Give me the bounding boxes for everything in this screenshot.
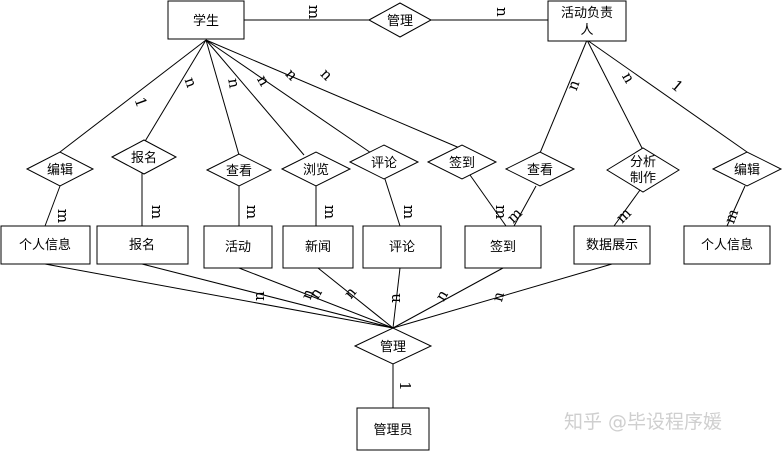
activity-manager-box xyxy=(547,0,627,42)
edit-1-diamond xyxy=(25,151,95,187)
cardinality-label: n xyxy=(250,291,268,301)
signin-rel-label: 签到 xyxy=(449,155,475,171)
comment-diamond xyxy=(348,144,420,180)
cardinality-label: n xyxy=(488,289,508,303)
view-2-label: 查看 xyxy=(527,162,553,178)
view-2-diamond xyxy=(504,151,576,187)
cardinality-label: m xyxy=(400,205,418,219)
watermark: 知乎 @毕设程序媛 xyxy=(564,411,722,433)
personal-info-2-box xyxy=(683,225,771,265)
edit-2-diamond xyxy=(711,151,783,187)
student-box xyxy=(167,0,245,40)
personal-info-2-label: 个人信息 xyxy=(701,237,753,253)
cardinality-label: n xyxy=(431,287,452,305)
signup-box xyxy=(96,225,189,265)
cardinality-label: n xyxy=(224,77,243,90)
comment-rel-label: 评论 xyxy=(371,156,397,171)
student-label: 学生 xyxy=(193,13,219,29)
cardinality-label: n xyxy=(618,69,639,87)
cardinality-label: m xyxy=(305,5,323,19)
analyze-label-2: 制作 xyxy=(630,171,656,186)
activity-label: 活动 xyxy=(225,240,251,255)
activity-box xyxy=(203,225,273,269)
signin-entity-label: 签到 xyxy=(490,239,516,255)
news-label: 新闻 xyxy=(305,239,331,255)
cardinality-label: 1 xyxy=(131,95,151,110)
cardinality-label: n xyxy=(282,65,302,85)
view-1-diamond xyxy=(205,153,273,187)
admin-label: 管理员 xyxy=(373,423,412,438)
comment-box xyxy=(362,225,442,269)
analyze-label-1: 分析 xyxy=(630,155,656,170)
browse-label: 浏览 xyxy=(303,162,329,178)
relationship-diamonds xyxy=(25,2,783,365)
activity-manager-label-2: 人 xyxy=(580,23,593,38)
signup-entity-label: 报名 xyxy=(129,237,155,253)
cardinality-label: m xyxy=(492,205,510,219)
comment-entity-label: 评论 xyxy=(389,240,415,255)
cardinality-label: m xyxy=(54,209,72,223)
admin-box xyxy=(356,407,430,451)
cardinality-label: 1 xyxy=(668,76,687,96)
cardinality-label: m xyxy=(243,205,261,219)
analyze-diamond xyxy=(606,147,680,193)
browse-diamond xyxy=(280,151,352,187)
activity-manager-label-1: 活动负责 xyxy=(561,6,613,21)
cardinality-label: m xyxy=(148,205,166,219)
view-1-label: 查看 xyxy=(226,163,252,179)
signup-rel-label: 报名 xyxy=(131,150,157,166)
cardinality-label: m xyxy=(321,205,339,219)
manage-bottom-diamond xyxy=(353,327,433,365)
relationship-labels: 管理 编辑 报名 查看 浏览 评论 签到 查看 分析 制作 编辑 管理 xyxy=(47,14,760,355)
manage-top-label: 管理 xyxy=(387,14,413,29)
cardinality-label: n xyxy=(493,7,511,17)
connector-lines xyxy=(44,19,748,408)
cardinality-label: n xyxy=(386,293,404,303)
edit-2-label: 编辑 xyxy=(734,163,760,178)
cardinality-label: n xyxy=(317,65,337,85)
news-box xyxy=(282,225,354,269)
data-display-label: 数据展示 xyxy=(586,238,638,253)
cardinality-label: 1 xyxy=(396,381,414,391)
data-display-box xyxy=(573,225,651,265)
signin-box xyxy=(464,225,542,269)
signup-diamond xyxy=(110,139,178,175)
entity-labels: 学生 活动负责 人 个人信息 报名 活动 新闻 评论 签到 数据展示 个人信息 … xyxy=(19,6,753,438)
personal-info-1-box xyxy=(0,225,91,265)
signin-diamond xyxy=(426,144,498,180)
personal-info-1-label: 个人信息 xyxy=(19,237,71,253)
manage-top-diamond xyxy=(367,2,433,38)
cardinality-label: m xyxy=(720,207,742,227)
edit-1-label: 编辑 xyxy=(47,163,73,178)
manage-bottom-label: 管理 xyxy=(380,340,406,355)
